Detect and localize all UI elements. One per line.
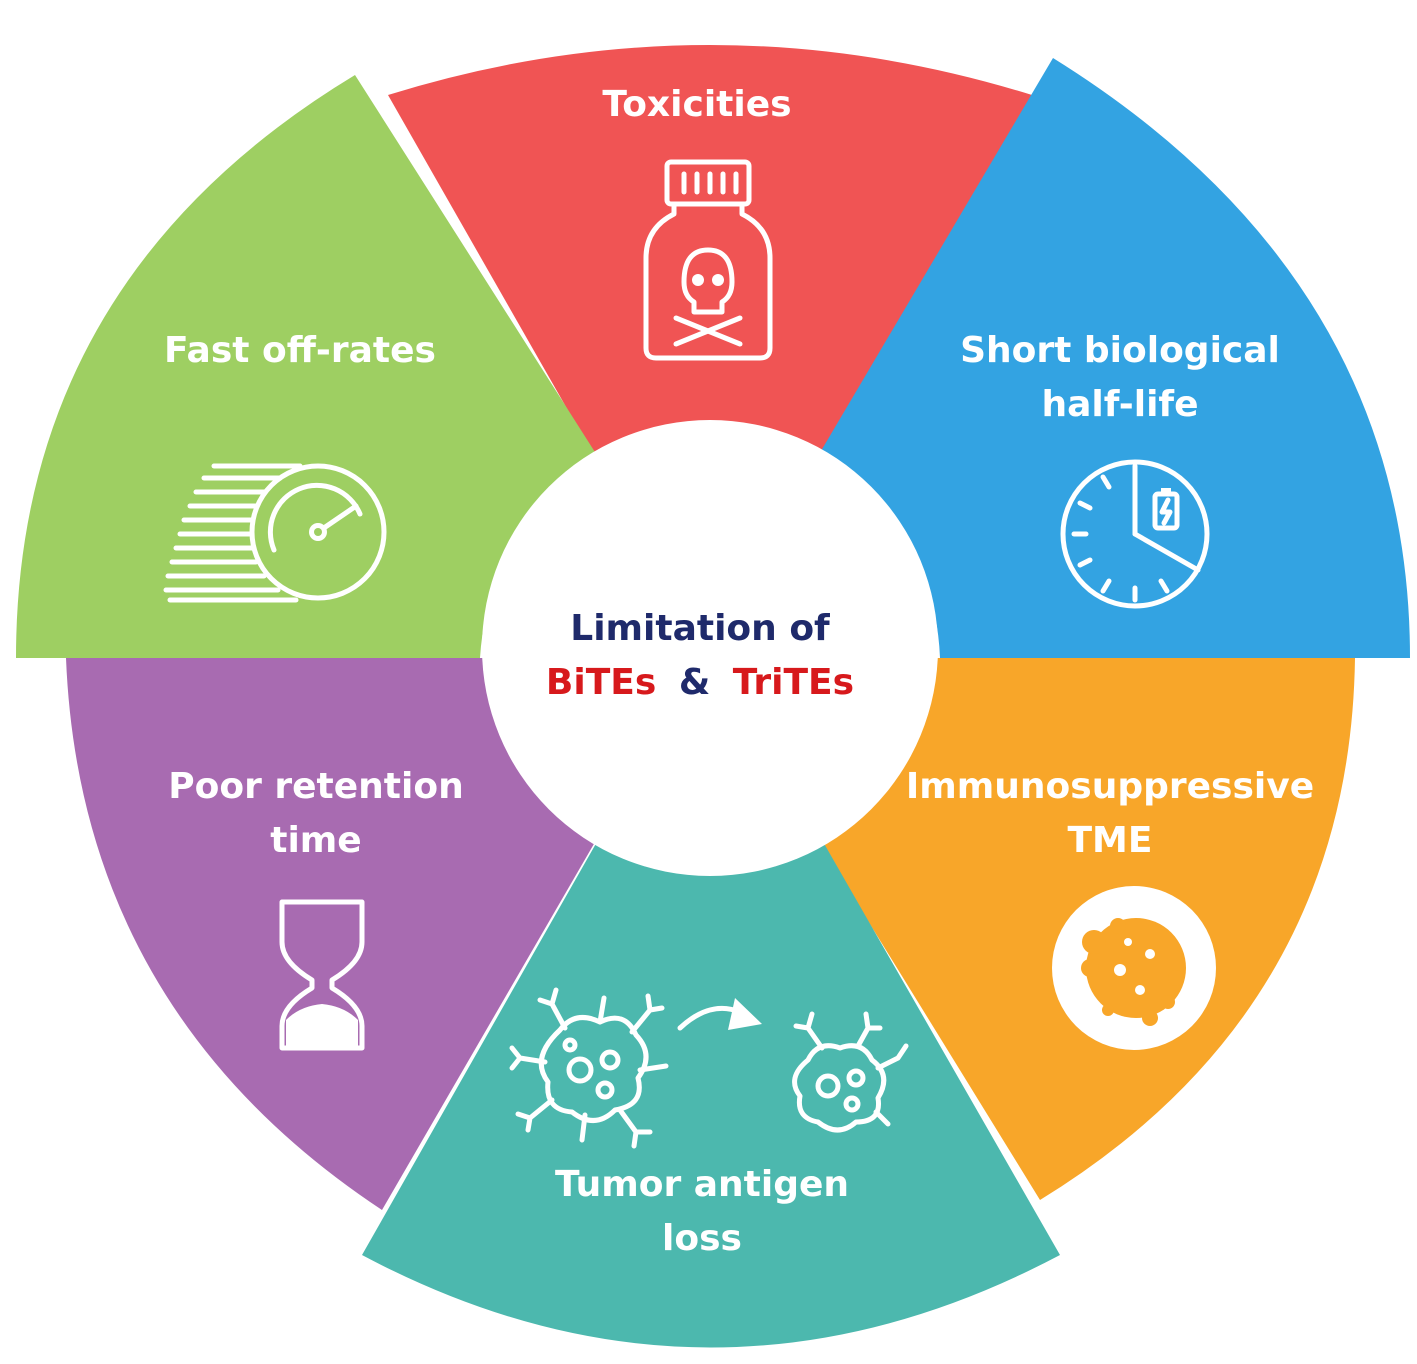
label-retention-line2: time bbox=[270, 820, 361, 861]
segment-toxicities bbox=[388, 45, 1032, 470]
hourglass-icon bbox=[279, 899, 365, 1051]
label-half-life-line1: Short biological bbox=[960, 330, 1280, 371]
center-ampersand: & bbox=[679, 662, 710, 703]
label-tme-line1: Immunosuppressive bbox=[906, 766, 1314, 807]
segment-off-rates bbox=[16, 75, 600, 658]
center-title-line1: Limitation of bbox=[570, 608, 830, 649]
center-circle bbox=[482, 420, 938, 876]
label-antigen-loss-line1: Tumor antigen bbox=[555, 1164, 849, 1205]
segment-antigen-loss bbox=[362, 840, 1060, 1348]
cell-transition-icon bbox=[509, 987, 909, 1149]
tumor-cell-icon bbox=[1052, 886, 1216, 1050]
segment-retention bbox=[66, 658, 602, 1210]
label-tme-line2: TME bbox=[1068, 820, 1153, 861]
center-bites: BiTEs bbox=[546, 662, 656, 703]
poison-bottle-icon bbox=[643, 159, 773, 361]
center-trites: TriTEs bbox=[733, 662, 854, 703]
segment-half-life bbox=[818, 58, 1410, 658]
label-retention-line1: Poor retention bbox=[168, 766, 463, 807]
label-toxicities: Toxicities bbox=[602, 84, 791, 125]
speedometer-icon bbox=[163, 463, 387, 603]
label-antigen-loss-line2: loss bbox=[662, 1218, 742, 1259]
clock-battery-icon bbox=[1060, 459, 1210, 609]
label-half-life-line2: half-life bbox=[1042, 384, 1199, 425]
label-off-rates: Fast off-rates bbox=[164, 330, 436, 371]
center-title-line2: BiTEs & TriTEs bbox=[546, 662, 854, 703]
